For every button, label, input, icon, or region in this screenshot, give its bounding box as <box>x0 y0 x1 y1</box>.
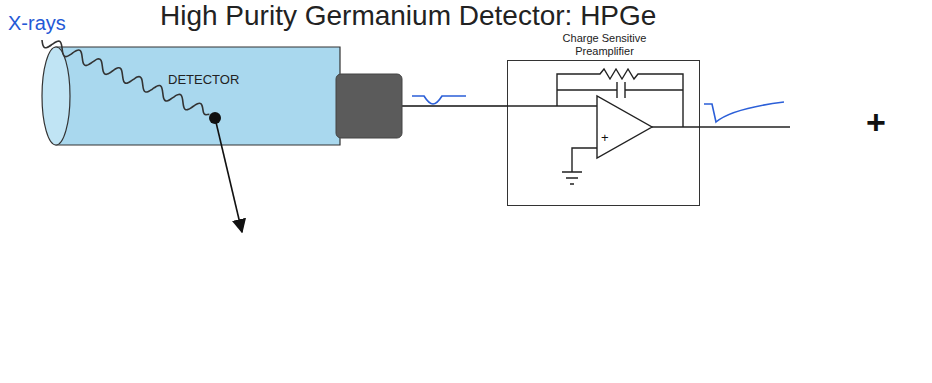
crystal-body <box>56 47 340 145</box>
preamp-circuit <box>507 69 790 184</box>
opamp-symbol <box>597 96 652 158</box>
plus-sign: + <box>866 103 886 141</box>
ground-symbol <box>562 148 597 184</box>
box-heading: Charge Sensitive Preamplifier <box>549 32 661 58</box>
electron-arrow <box>215 118 242 232</box>
crystal-face <box>42 47 70 145</box>
x-ray-wave <box>42 40 209 115</box>
input-wire <box>507 105 597 106</box>
feedback-capacitor <box>557 82 683 98</box>
input-pulse <box>412 96 466 104</box>
opamp-input-sign: + <box>601 130 609 145</box>
detector-label: DETECTOR <box>168 72 239 87</box>
output-wire <box>652 126 790 127</box>
x-ray-label: X-rays <box>8 12 66 34</box>
diagram-title: High Purity Germanium Detector: HPGe <box>160 0 656 32</box>
detector-cap <box>336 74 402 138</box>
output-pulse <box>704 102 784 122</box>
signal-wire <box>402 105 507 107</box>
